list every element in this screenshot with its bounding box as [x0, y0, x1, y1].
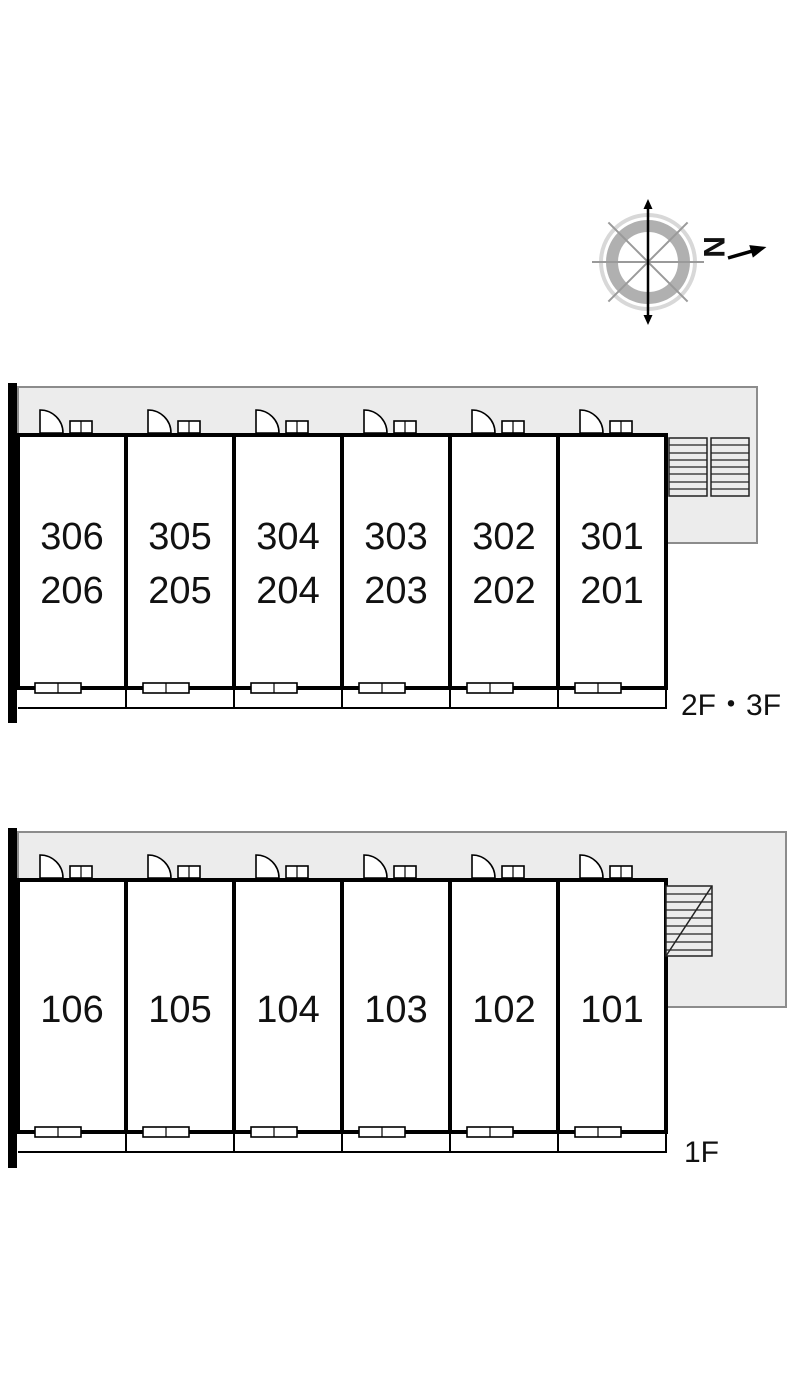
floor-label-lower: 1F — [684, 1136, 719, 1169]
unit-number: 206 — [40, 570, 103, 612]
terrace-lower — [18, 1134, 667, 1153]
unit-number: 304 — [256, 516, 319, 558]
window-icon — [466, 682, 514, 694]
party-walls-upper — [124, 435, 560, 688]
unit-number: 203 — [364, 570, 427, 612]
unit-number: 104 — [256, 989, 319, 1031]
balcony-upper — [18, 690, 667, 709]
unit-number: 301 — [580, 516, 643, 558]
window-icon — [574, 682, 622, 694]
floor-label-upper: 2F・3F — [681, 689, 781, 722]
window-icon — [466, 1126, 514, 1138]
north-label: N — [697, 236, 730, 258]
stairs-icon — [710, 437, 750, 497]
compass-needle-tail — [643, 315, 653, 325]
unit-number: 303 — [364, 516, 427, 558]
window-icon — [250, 1126, 298, 1138]
compass-needle-tip — [643, 199, 653, 209]
floor-plan-lower: 106 105 104 103 102 101 1F — [8, 828, 787, 1169]
unit-number: 202 — [472, 570, 535, 612]
unit-number: 106 — [40, 989, 103, 1031]
window-icon — [250, 682, 298, 694]
window-icon — [142, 1126, 190, 1138]
unit-number: 306 — [40, 516, 103, 558]
unit-number: 102 — [472, 989, 535, 1031]
stairs-icon — [668, 437, 708, 497]
unit-number: 204 — [256, 570, 319, 612]
unit-number: 201 — [580, 570, 643, 612]
unit-number: 101 — [580, 989, 643, 1031]
unit-number: 305 — [148, 516, 211, 558]
floor-plan-upper: 306 206 305 205 304 204 303 203 302 202 … — [8, 383, 781, 723]
left-wall-lower — [8, 828, 17, 1168]
window-icon — [142, 682, 190, 694]
window-icon — [574, 1126, 622, 1138]
left-wall-upper — [8, 383, 17, 723]
stairs-icon — [665, 885, 713, 957]
unit-number: 302 — [472, 516, 535, 558]
window-icon — [34, 682, 82, 694]
window-icon — [34, 1126, 82, 1138]
north-arrow-icon — [727, 245, 767, 260]
window-icon — [358, 1126, 406, 1138]
unit-number: 103 — [364, 989, 427, 1031]
party-walls-lower — [124, 880, 560, 1132]
unit-number: 105 — [148, 989, 211, 1031]
unit-number: 205 — [148, 570, 211, 612]
compass-icon: N — [592, 199, 767, 325]
window-icon — [358, 682, 406, 694]
